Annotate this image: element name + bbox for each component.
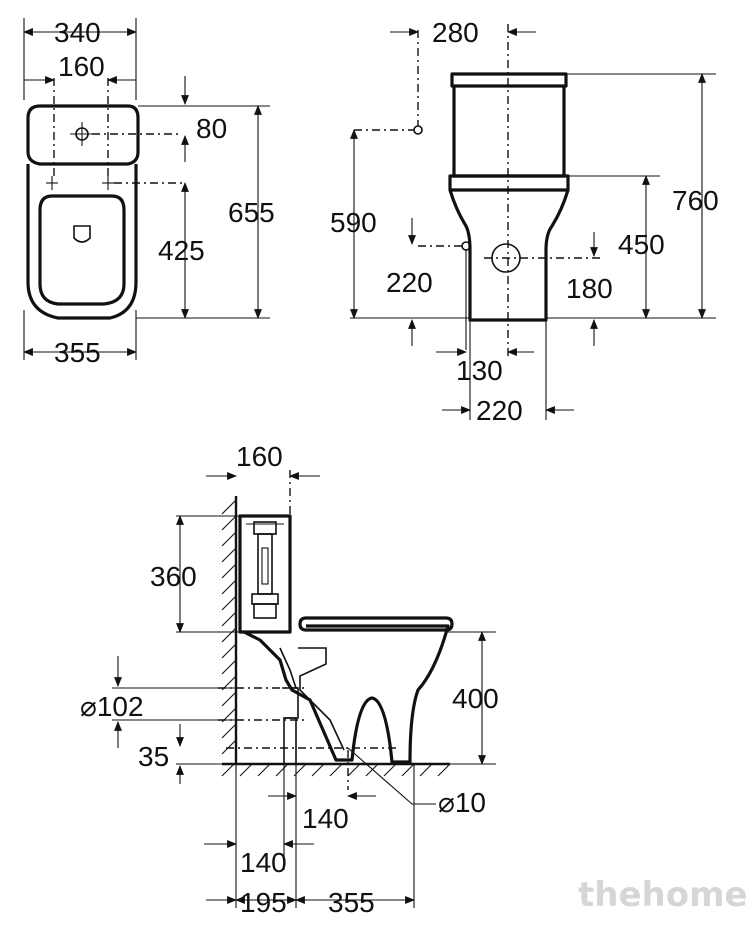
side-view-trap (298, 647, 345, 751)
top-view-seat-outline (38, 194, 126, 306)
dim-160-top: 160 (58, 51, 105, 82)
dim-180: 180 (566, 273, 613, 304)
wall-hatch (221, 496, 238, 764)
dim-655: 655 (228, 197, 275, 228)
dim-280: 280 (432, 17, 479, 48)
side-view: 160 360 ⌀102 400 35 140 ⌀10 140 195 355 (80, 441, 499, 918)
flush-button-mark (70, 122, 94, 146)
dim-80: 80 (196, 113, 227, 144)
side-view-tank (238, 514, 292, 634)
dim-160-side: 160 (236, 441, 283, 472)
top-view-bowl-outline (26, 164, 138, 320)
dim-450: 450 (618, 229, 665, 260)
floor-hatch (221, 762, 451, 777)
side-view-seat (298, 616, 454, 632)
dim-130: 130 (456, 355, 503, 386)
dim-140-lower: 140 (240, 847, 287, 878)
dim-400: 400 (452, 683, 499, 714)
dim-140-upper: 140 (302, 803, 349, 834)
dim-340: 340 (54, 17, 101, 48)
dim-760: 760 (672, 185, 719, 216)
dim-360: 360 (150, 561, 197, 592)
dim-220-horizontal: 220 (476, 395, 523, 426)
dim-355-top: 355 (54, 337, 101, 368)
dim-195: 195 (240, 887, 287, 918)
dim-425: 425 (158, 235, 205, 266)
dim-d102: ⌀102 (80, 691, 144, 722)
fill-valve (246, 521, 284, 619)
dim-d10: ⌀10 (438, 787, 486, 818)
side-view-bowl (243, 624, 450, 764)
front-view-tank (450, 72, 568, 88)
dim-220-vertical: 220 (386, 267, 433, 298)
top-view-seat-inner (73, 225, 91, 243)
front-view-tank-body (452, 86, 566, 178)
fixing-points (46, 176, 114, 190)
dim-35: 35 (138, 741, 169, 772)
dim-355-side: 355 (328, 887, 375, 918)
dim-590: 590 (330, 207, 377, 238)
front-view-tank-band (448, 174, 570, 192)
front-view: 280 590 760 450 220 180 130 220 (330, 17, 719, 426)
top-view-tank-outline (26, 104, 140, 166)
watermark: thehome (578, 875, 748, 915)
top-view: 340 160 80 655 425 355 (23, 17, 275, 368)
front-view-pedestal (448, 189, 570, 322)
side-view-trap-inner (279, 647, 297, 689)
